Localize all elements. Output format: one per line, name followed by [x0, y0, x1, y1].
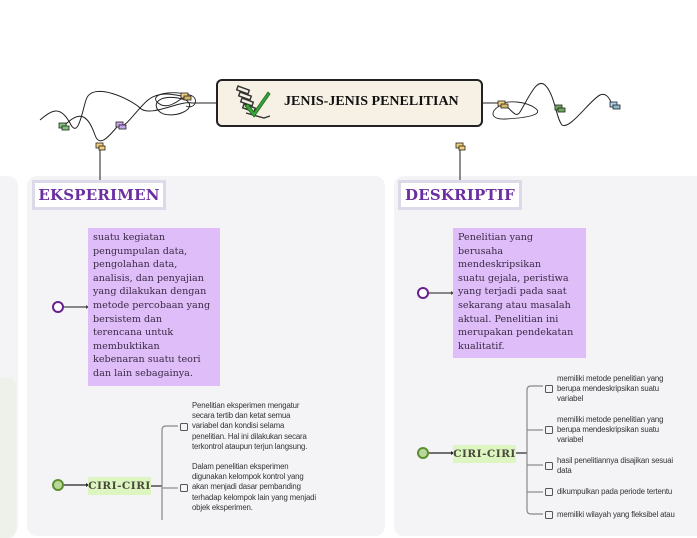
ciri-item[interactable]: dikumpulkan pada periode tertentu — [545, 487, 672, 497]
collapse-node-circle[interactable] — [417, 287, 429, 299]
definition-line: pengolahan data, — [93, 259, 178, 271]
definition-line: merupakan pendekatan — [458, 327, 574, 339]
ciri-item-text: memiliki wilayah yang fleksibel atau — [557, 510, 675, 519]
ciri-ciri-node-eksperimen[interactable]: CIRI-CIRI — [88, 477, 151, 495]
definition-line: kebenaran suatu teori — [93, 354, 201, 366]
definition-card-deskriptif[interactable]: Penelitian yang berusaha mendeskripsikan… — [453, 228, 586, 358]
definition-line: suatu kegiatan — [93, 232, 166, 243]
branch-title-label: EKSPERIMEN — [38, 186, 160, 204]
ciri-item-text: dikumpulkan pada periode tertentu — [557, 487, 673, 496]
ciri-item[interactable]: memiliki metode penelitian yang berupa m… — [545, 374, 663, 405]
marker-green-right — [554, 104, 566, 113]
definition-line: Penelitian yang — [458, 232, 534, 243]
central-topic-title: JENIS-JENIS PENELITIAN — [284, 94, 459, 109]
marker-yellow-desk — [455, 142, 466, 151]
collapse-node-circle[interactable] — [52, 479, 64, 491]
ciri-item-text: hasil penelitiannya disajikan sesuai dat… — [557, 456, 673, 476]
definition-line: aktual. Penelitian ini — [458, 313, 559, 325]
ciri-item-text: memiliki metode penelitian yang berupa m… — [557, 415, 664, 445]
ciri-item-text: memiliki metode penelitian yang berupa m… — [557, 374, 664, 404]
definition-line: berusaha — [458, 245, 504, 257]
checkbox-icon[interactable] — [545, 462, 553, 471]
branch-title-eksperimen[interactable]: EKSPERIMEN — [32, 180, 166, 210]
ciri-ciri-label: CIRI-CIRI — [453, 448, 516, 460]
definition-line: dan lain sebagainya. — [93, 367, 193, 379]
checkbox-icon[interactable] — [180, 483, 188, 492]
offscreen-branch-subpanel — [0, 378, 16, 538]
collapse-node-circle[interactable] — [417, 447, 429, 459]
definition-line: pengumpulan data, — [93, 245, 188, 257]
definition-line: analisis, dan penyajian — [93, 272, 204, 284]
definition-line: yang terjadi pada saat — [458, 286, 567, 298]
definition-line: membuktikan — [93, 340, 160, 352]
definition-line: sekarang atau masalah — [458, 299, 571, 311]
marker-yellow-eks — [95, 142, 106, 151]
marker-green-left — [58, 122, 70, 131]
marker-yellow-root-left — [180, 92, 192, 101]
definition-line: metode percobaan yang — [93, 299, 211, 311]
definition-line: bersistem dan — [93, 313, 163, 325]
ciri-item[interactable]: hasil penelitiannya disajikan sesuai dat… — [545, 456, 673, 476]
marker-yellow-root-right — [497, 100, 509, 109]
branch-title-label: DESKRIPTIF — [405, 186, 515, 204]
note-markers — [58, 92, 621, 151]
definition-card-eksperimen[interactable]: suatu kegiatan pengumpulan data, pengola… — [88, 228, 220, 386]
checkbox-icon[interactable] — [545, 426, 553, 435]
ciri-item[interactable]: memiliki metode penelitian yang berupa m… — [545, 415, 663, 446]
ciri-item-text: Dalam penelitian eksperimen digunakan ke… — [192, 462, 316, 512]
connector-lines — [39, 82, 613, 520]
checkbox-icon[interactable] — [545, 488, 553, 497]
checkbox-icon[interactable] — [545, 511, 553, 520]
definition-line: kualitatif. — [458, 340, 505, 352]
ciri-item-text: Penelitian eksperimen mengatur secara te… — [192, 401, 308, 451]
collapse-node-circle[interactable] — [52, 301, 64, 313]
definition-line: mendeskripsikan — [458, 259, 542, 271]
definition-line: terencana untuk — [93, 327, 174, 339]
checkbox-icon[interactable] — [180, 422, 188, 431]
ciri-ciri-label: CIRI-CIRI — [88, 480, 151, 492]
branch-title-deskriptif[interactable]: DESKRIPTIF — [398, 180, 522, 210]
marker-purple-left — [115, 121, 127, 130]
checklist-icon — [235, 85, 271, 119]
checkbox-icon[interactable] — [545, 385, 553, 394]
ciri-item[interactable]: Dalam penelitian eksperimen digunakan ke… — [180, 462, 316, 513]
ciri-ciri-node-deskriptif[interactable]: CIRI-CIRI — [453, 445, 516, 463]
marker-blue-right — [609, 101, 621, 110]
definition-line: suatu gejala, peristiwa — [458, 272, 569, 284]
ciri-item[interactable]: memiliki wilayah yang fleksibel atau — [545, 510, 675, 520]
definition-line: yang dilakukan dengan — [93, 286, 207, 298]
central-topic[interactable]: JENIS-JENIS PENELITIAN — [216, 79, 483, 127]
ciri-item[interactable]: Penelitian eksperimen mengatur secara te… — [180, 401, 307, 452]
